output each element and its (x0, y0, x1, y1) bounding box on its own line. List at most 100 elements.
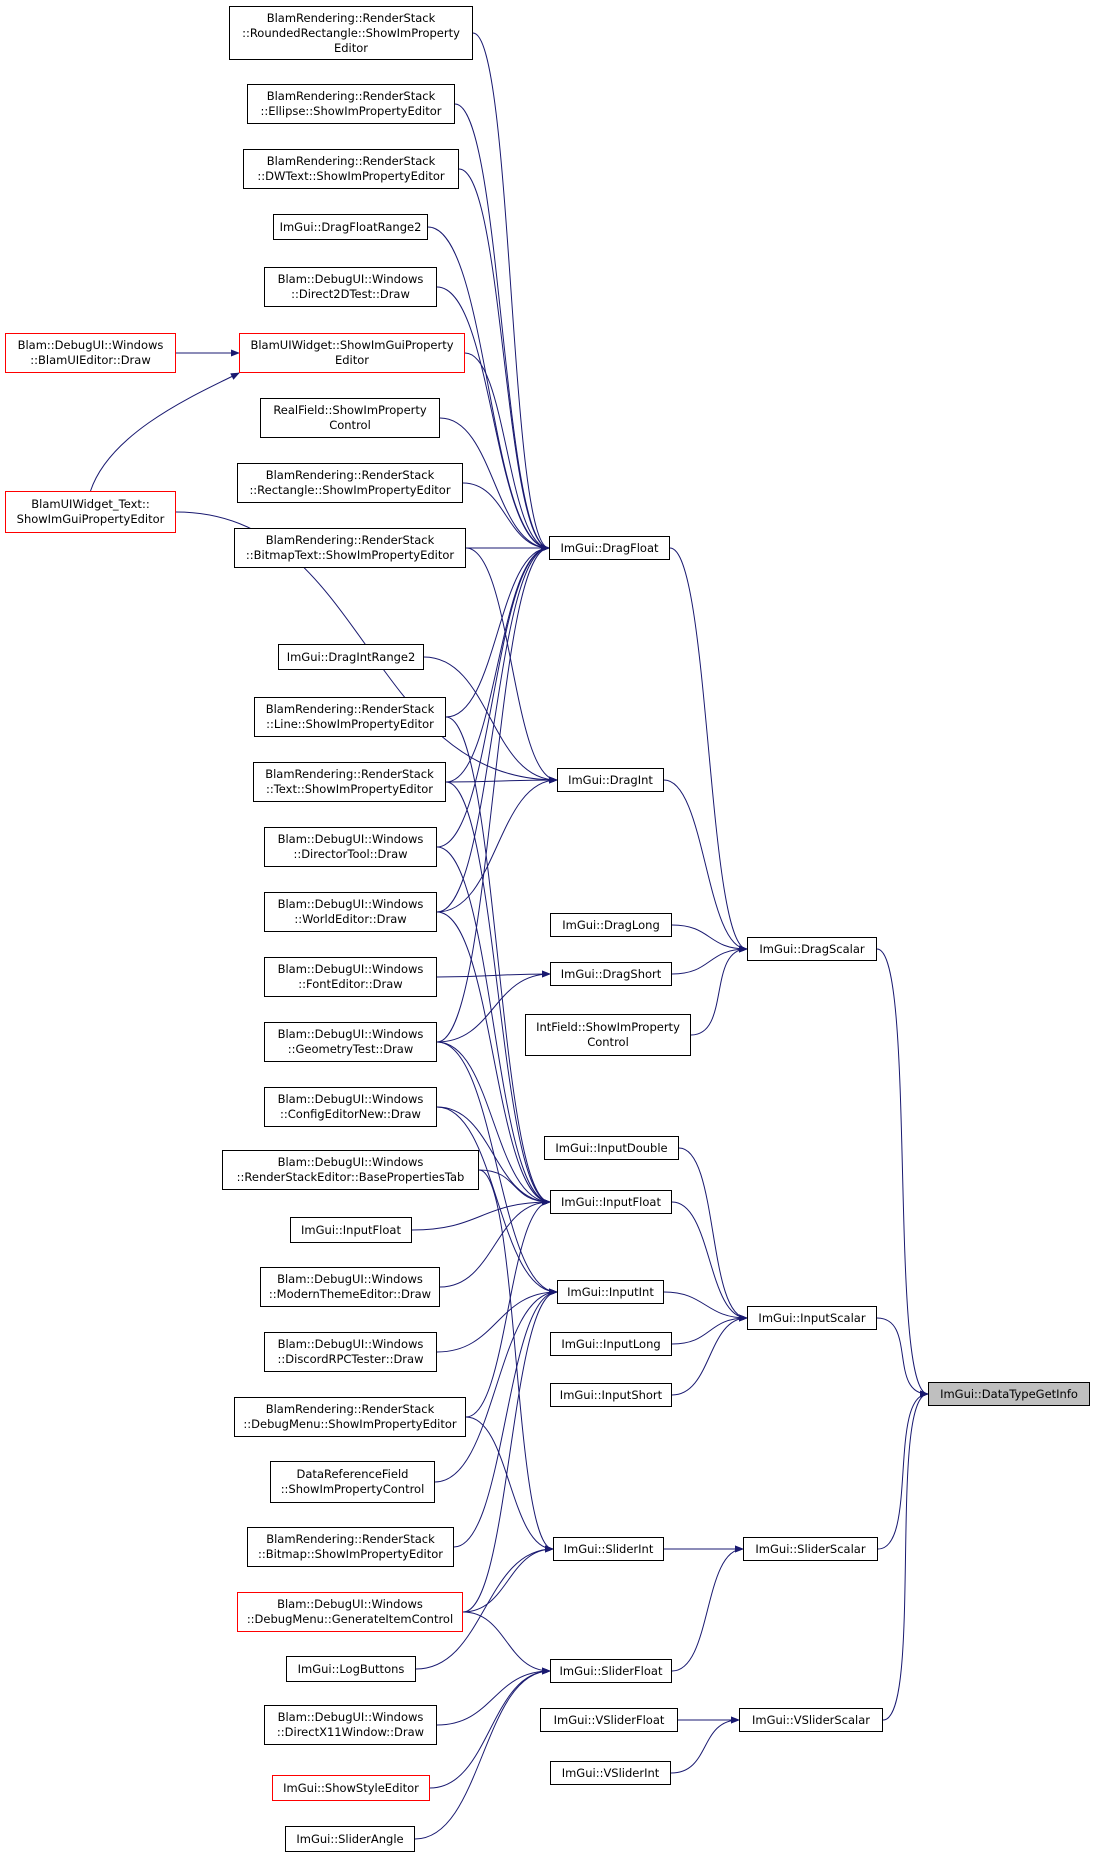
node-draglong[interactable]: ImGui::DragLong (550, 913, 672, 937)
node-sliderfloat[interactable]: ImGui::SliderFloat (550, 1659, 672, 1683)
node-rr-text[interactable]: BlamRendering::RenderStack ::Text::ShowI… (253, 762, 446, 802)
node-rse-base[interactable]: Blam::DebugUI::Windows ::RenderStackEdit… (222, 1150, 479, 1190)
node-label: Blam::DebugUI::Windows ::FontEditor::Dra… (277, 962, 424, 991)
node-vsliderfloat[interactable]: ImGui::VSliderFloat (540, 1708, 678, 1732)
edge-sliderscalar-to-datatypegetinfo (877, 1390, 929, 1550)
edge-blamuiwidget-text-to-blamuiwidget (90, 372, 240, 492)
edge-logbuttons-to-sliderint (415, 1545, 554, 1670)
edge-worldeditor-to-dragfloat (436, 544, 550, 913)
node-sliderint[interactable]: ImGui::SliderInt (553, 1537, 664, 1561)
node-directortool[interactable]: Blam::DebugUI::Windows ::DirectorTool::D… (264, 827, 437, 867)
node-vsliderint[interactable]: ImGui::VSliderInt (550, 1761, 671, 1785)
node-label: ImGui::InputShort (559, 1387, 663, 1402)
node-dragint[interactable]: ImGui::DragInt (557, 768, 664, 792)
node-label: ImGui::DragScalar (759, 941, 865, 956)
node-label: Blam::DebugUI::Windows ::DirectX11Window… (276, 1710, 425, 1739)
node-datareffield[interactable]: DataReferenceField ::ShowImPropertyContr… (270, 1461, 435, 1503)
node-inputfloat-l[interactable]: ImGui::InputFloat (290, 1217, 412, 1243)
edge-dragshort-to-dragscalar (671, 945, 748, 975)
edge-vsliderscalar-to-datatypegetinfo (882, 1390, 929, 1721)
node-dragfloat[interactable]: ImGui::DragFloat (549, 536, 670, 560)
edge-dragintrange2-to-dragint (423, 656, 558, 784)
node-rr-rounded[interactable]: BlamRendering::RenderStack ::RoundedRect… (229, 6, 473, 60)
node-dragscalar[interactable]: ImGui::DragScalar (747, 937, 877, 961)
node-label: BlamUIWidget_Text:: ShowImGuiPropertyEdi… (16, 497, 165, 526)
node-geometrytest[interactable]: Blam::DebugUI::Windows ::GeometryTest::D… (264, 1022, 437, 1062)
node-label: BlamRendering::RenderStack ::Bitmap::Sho… (258, 1532, 443, 1561)
node-inputscalar[interactable]: ImGui::InputScalar (747, 1306, 877, 1330)
node-inputfloat-c[interactable]: ImGui::InputFloat (550, 1190, 672, 1214)
edge-debugmenu-gen-to-inputint (462, 1288, 558, 1613)
edge-geometrytest-to-dragfloat (436, 544, 550, 1043)
node-inputdouble[interactable]: ImGui::InputDouble (544, 1136, 679, 1160)
node-vsliderscalar[interactable]: ImGui::VSliderScalar (739, 1708, 883, 1732)
node-label: BlamRendering::RenderStack ::Ellipse::Sh… (260, 89, 442, 118)
node-rr-bitmaptext[interactable]: BlamRendering::RenderStack ::BitmapText:… (234, 528, 466, 568)
node-label: ImGui::InputFloat (561, 1194, 661, 1209)
node-showstyleeditor[interactable]: ImGui::ShowStyleEditor (272, 1775, 430, 1801)
node-fonteditor[interactable]: Blam::DebugUI::Windows ::FontEditor::Dra… (264, 957, 437, 997)
node-sliderscalar[interactable]: ImGui::SliderScalar (743, 1537, 878, 1561)
node-rr-rect[interactable]: BlamRendering::RenderStack ::Rectangle::… (237, 463, 463, 503)
node-label: ImGui::DragLong (562, 917, 660, 932)
node-label: ImGui::ShowStyleEditor (283, 1780, 419, 1795)
node-label: ImGui::LogButtons (297, 1661, 405, 1676)
node-label: DataReferenceField ::ShowImPropertyContr… (280, 1467, 425, 1496)
node-label: Blam::DebugUI::Windows ::DirectorTool::D… (277, 832, 424, 861)
node-inputshort[interactable]: ImGui::InputShort (550, 1383, 672, 1407)
node-dragshort[interactable]: ImGui::DragShort (550, 962, 672, 986)
node-label: BlamRendering::RenderStack ::RoundedRect… (242, 10, 460, 55)
node-label: Blam::DebugUI::Windows ::RenderStackEdit… (236, 1155, 465, 1184)
node-dragfloatrange2[interactable]: ImGui::DragFloatRange2 (273, 214, 428, 240)
node-label: ImGui::DataTypeGetInfo (940, 1386, 1078, 1401)
edge-inputscalar-to-datatypegetinfo (876, 1317, 929, 1398)
node-label: Blam::DebugUI::Windows ::GeometryTest::D… (277, 1027, 424, 1056)
node-dragintrange2[interactable]: ImGui::DragIntRange2 (278, 644, 424, 670)
node-label: ImGui::DragFloat (560, 540, 659, 555)
node-intfield[interactable]: IntField::ShowImProperty Control (525, 1014, 691, 1056)
node-worldeditor[interactable]: Blam::DebugUI::Windows ::WorldEditor::Dr… (264, 892, 437, 932)
node-moderntheme[interactable]: Blam::DebugUI::Windows ::ModernThemeEdit… (260, 1267, 440, 1307)
node-rr-debugmenu[interactable]: BlamRendering::RenderStack ::DebugMenu::… (234, 1397, 466, 1437)
node-rr-dwtext[interactable]: BlamRendering::RenderStack ::DWText::Sho… (243, 149, 459, 189)
edge-rr-bitmaptext-to-dragint (465, 547, 558, 784)
node-rr-line[interactable]: BlamRendering::RenderStack ::Line::ShowI… (254, 697, 446, 737)
node-label: ImGui::InputLong (561, 1336, 661, 1351)
node-blamuieditor[interactable]: Blam::DebugUI::Windows ::BlamUIEditor::D… (5, 333, 176, 373)
node-blamuiwidget[interactable]: BlamUIWidget::ShowImGuiProperty Editor (239, 333, 465, 373)
edge-rr-ellipse-to-dragfloat (454, 103, 550, 552)
edge-inputfloat-c-to-inputscalar (671, 1201, 748, 1322)
edge-dragscalar-to-datatypegetinfo (876, 948, 929, 1398)
node-label: ImGui::SliderInt (563, 1541, 654, 1556)
node-label: ImGui::InputInt (567, 1284, 654, 1299)
edge-inputdouble-to-inputscalar (678, 1147, 748, 1322)
node-blamuiwidget-text[interactable]: BlamUIWidget_Text:: ShowImGuiPropertyEdi… (5, 491, 176, 533)
node-datatypegetinfo[interactable]: ImGui::DataTypeGetInfo (928, 1382, 1090, 1406)
node-configeditor[interactable]: Blam::DebugUI::Windows ::ConfigEditorNew… (264, 1087, 437, 1127)
node-inputint[interactable]: ImGui::InputInt (557, 1280, 664, 1304)
node-rr-bitmap[interactable]: BlamRendering::RenderStack ::Bitmap::Sho… (247, 1527, 454, 1567)
edge-draglong-to-dragscalar (671, 924, 748, 953)
edge-fonteditor-to-dragshort (436, 970, 551, 978)
node-sliderangle[interactable]: ImGui::SliderAngle (285, 1826, 415, 1852)
node-debugmenu-gen[interactable]: Blam::DebugUI::Windows ::DebugMenu::Gene… (237, 1592, 463, 1632)
edge-configeditor-to-inputint (436, 1106, 558, 1296)
node-rr-ellipse[interactable]: BlamRendering::RenderStack ::Ellipse::Sh… (247, 84, 455, 124)
node-label: Blam::DebugUI::Windows ::WorldEditor::Dr… (277, 897, 424, 926)
edge-rr-bitmap-to-inputint (453, 1288, 558, 1548)
edge-directx11-to-sliderfloat (436, 1667, 551, 1726)
edge-debugmenu-gen-to-sliderfloat (462, 1611, 551, 1675)
node-logbuttons[interactable]: ImGui::LogButtons (286, 1656, 416, 1682)
edge-directortool-to-inputfloat-c (436, 846, 551, 1206)
node-label: Blam::DebugUI::Windows ::ConfigEditorNew… (277, 1092, 424, 1121)
node-directx11[interactable]: Blam::DebugUI::Windows ::DirectX11Window… (264, 1705, 437, 1745)
node-discordrpc[interactable]: Blam::DebugUI::Windows ::DiscordRPCTeste… (264, 1332, 437, 1372)
edge-vsliderint-to-vsliderscalar (670, 1716, 740, 1774)
node-d2dtest[interactable]: Blam::DebugUI::Windows ::Direct2DTest::D… (264, 267, 437, 307)
node-label: ImGui::VSliderScalar (751, 1712, 871, 1727)
node-label: Blam::DebugUI::Windows ::BlamUIEditor::D… (17, 338, 164, 367)
edge-rr-text-to-inputfloat-c (445, 781, 551, 1206)
node-inputlong[interactable]: ImGui::InputLong (550, 1332, 672, 1356)
node-realfield[interactable]: RealField::ShowImProperty Control (260, 398, 440, 438)
